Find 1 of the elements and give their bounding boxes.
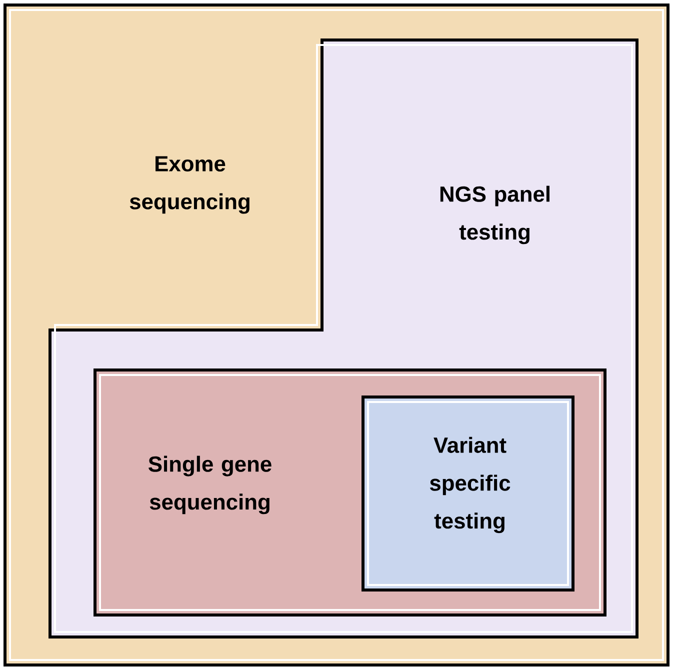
innermost-box: Variant specific testing xyxy=(362,395,574,592)
